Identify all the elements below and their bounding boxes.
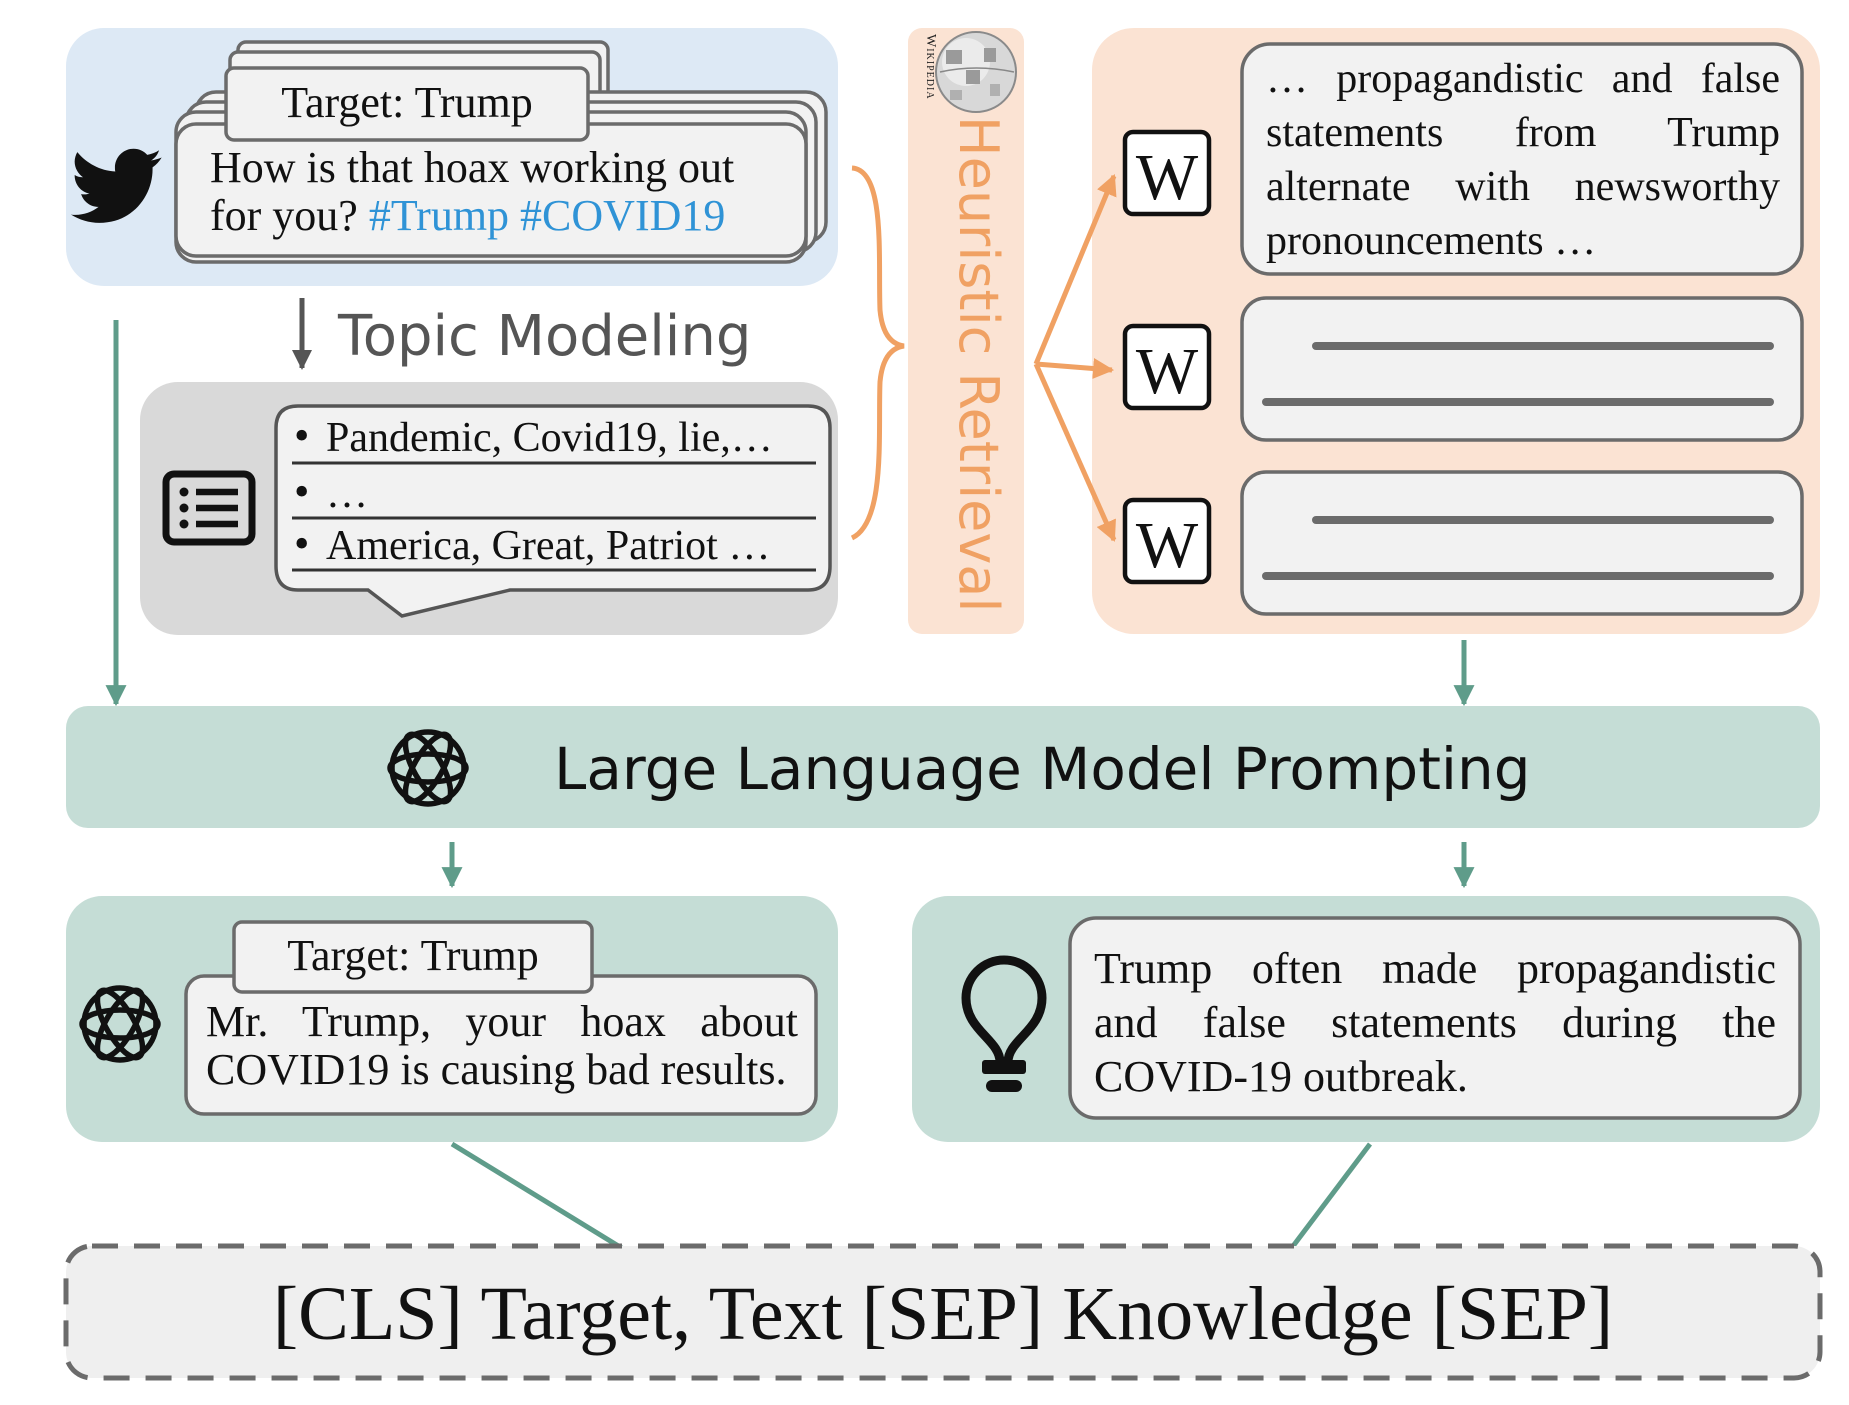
- topic-bullet-2: •: [294, 467, 310, 516]
- llm-panel: [66, 706, 1820, 828]
- lightbulb-icon: [961, 955, 1047, 1092]
- topic-list-icon: [162, 470, 256, 546]
- augmented-target-tab: [232, 920, 594, 994]
- w-letter: W: [1136, 141, 1199, 214]
- topic-item-1: Pandemic, Covid19, lie,…: [326, 415, 773, 461]
- topic-modeling-label: Topic Modeling: [338, 304, 752, 369]
- heuristic-retrieval-label: Heuristic Retrieval: [947, 116, 1010, 613]
- openai-logo-icon: [79, 985, 161, 1063]
- doc1-line-3: alternate with newsworthy: [1266, 164, 1780, 210]
- topic-dividers: [292, 461, 816, 572]
- topic-speech-bubble: [274, 404, 832, 618]
- wikipedia-doc-icon-3: W: [1122, 497, 1212, 585]
- knowledge-line-1: Trump often made propagandistic: [1094, 944, 1776, 993]
- topic-bullet-3: •: [294, 519, 310, 568]
- tweet-target-tab: [224, 66, 590, 142]
- tweet-hashtags: #Trump #COVID19: [368, 191, 726, 240]
- augmented-target-label: Target: Trump: [287, 931, 539, 980]
- retrieval-arrow-bottom: [1033, 362, 1117, 542]
- wikipedia-wordmark: Wikipedia: [923, 34, 938, 100]
- doc1-line-2: statements from Trump: [1266, 110, 1780, 156]
- twitter-bird-icon: [70, 148, 162, 223]
- orange-brace: [850, 165, 905, 541]
- llm-label: Large Language Model Prompting: [554, 735, 1531, 803]
- topic-item-3: America, Great, Patriot …: [326, 523, 771, 569]
- knowledge-text-box: [1068, 916, 1802, 1120]
- tweet-text-line2: for you?: [210, 191, 358, 240]
- augmented-tweet-text: Mr. Trump, your hoax about COVID19 is ca…: [206, 998, 798, 1094]
- tweet-target-label: Target: Trump: [281, 78, 533, 127]
- tweet-text: How is that hoax working out for you? #T…: [210, 144, 790, 240]
- retrieval-arrow-top: [1033, 174, 1117, 365]
- retrieved-doc-1-text: … propagandistic and false statements fr…: [1266, 52, 1780, 268]
- knowledge-line-3: COVID-19 outbreak.: [1094, 1052, 1468, 1101]
- openai-logo-icon: [387, 729, 469, 807]
- retrieved-doc-1: [1240, 42, 1804, 276]
- knowledge-text: Trump often made propagandistic and fals…: [1094, 942, 1776, 1104]
- retrieved-doc-3: [1240, 470, 1804, 616]
- augmented-line-2: COVID19 is causing bad results.: [206, 1045, 787, 1094]
- doc1-line-4: pronouncements …: [1266, 218, 1597, 264]
- wikipedia-doc-icon-2: W: [1122, 323, 1212, 411]
- retrieved-doc-2: [1240, 296, 1804, 442]
- wikipedia-doc-icon-1: W: [1122, 129, 1212, 217]
- topic-item-2: …: [326, 471, 368, 517]
- knowledge-line-2: and false statements during the: [1094, 998, 1776, 1047]
- retrieval-label-panel: [908, 28, 1024, 634]
- input-format-box: [63, 1243, 1823, 1381]
- input-format-text: [CLS] Target, Text [SEP] Knowledge [SEP]: [272, 1272, 1614, 1356]
- augmented-line-1: Mr. Trump, your hoax about: [206, 997, 798, 1046]
- retrieval-arrows: [1033, 174, 1117, 542]
- doc1-line-1: … propagandistic and false: [1266, 56, 1780, 102]
- w-letter: W: [1136, 335, 1199, 408]
- w-letter: W: [1136, 509, 1199, 582]
- retrieval-arrow-middle: [1035, 358, 1115, 379]
- topic-bullet-1: •: [294, 411, 310, 460]
- wikipedia-globe-icon: [935, 31, 1017, 113]
- tweet-text-line1: How is that hoax working out: [210, 143, 735, 192]
